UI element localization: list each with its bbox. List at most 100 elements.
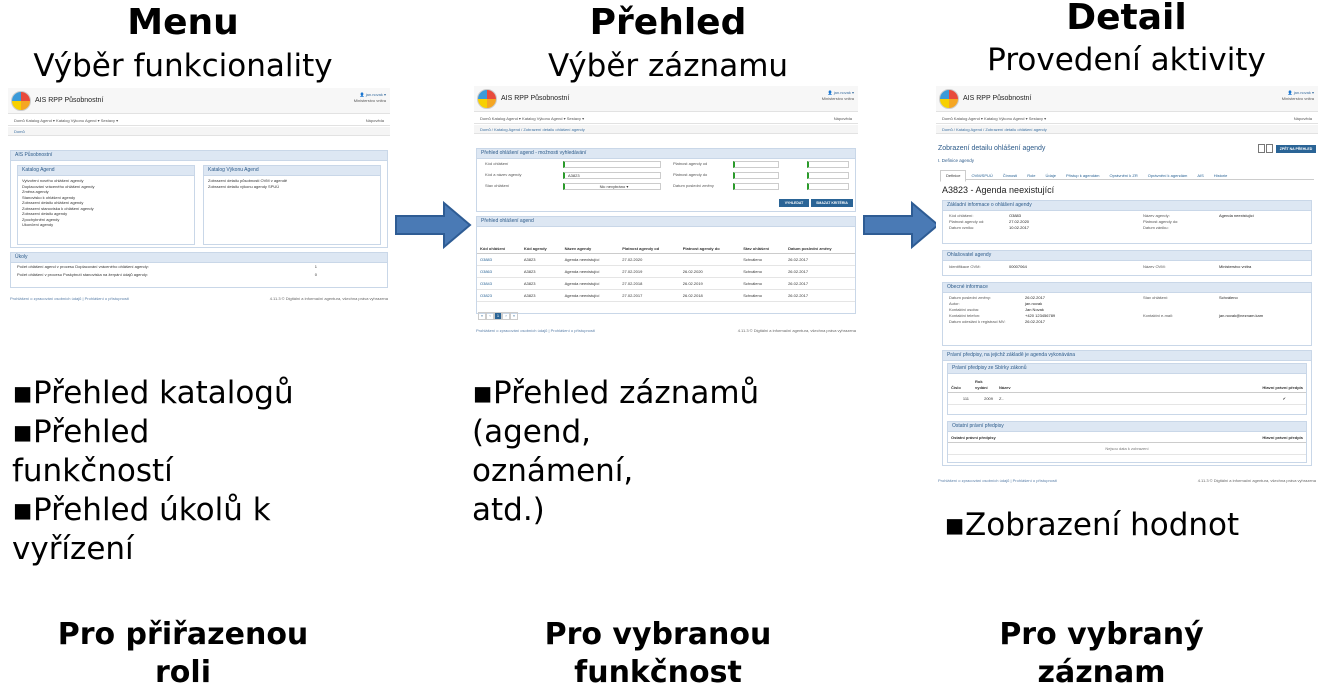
task-count[interactable]: 1 (314, 264, 317, 269)
col-header[interactable]: Platnost agendy od (619, 233, 680, 254)
user-name[interactable]: 👤 jan.novak ▾ (827, 90, 854, 95)
tab-cinnosti[interactable]: Činnosti (1002, 173, 1018, 178)
tab-opravneni-agendy[interactable]: Oprávnění k agendám (1147, 173, 1188, 178)
help-link[interactable]: Nápověda (833, 116, 852, 121)
list-item[interactable]: Zpochybnění agendy (22, 216, 60, 222)
tab-pristup[interactable]: Přístup k agendám (1065, 173, 1100, 178)
pager-last[interactable]: » (510, 312, 518, 320)
table-row[interactable]: 111 2009 Z.. ✔ (948, 392, 1306, 405)
list-item[interactable]: Doplacování vráceného ohlášení agendy (22, 183, 95, 189)
user-name[interactable]: 👤 jan.novak ▾ (359, 92, 386, 97)
list-item[interactable]: Ukončení agendy (22, 222, 54, 227)
task-count[interactable]: 0 (314, 272, 317, 277)
tab-ovm[interactable]: OVM/SPUÚ (971, 173, 993, 178)
list-item[interactable]: Zobrazení stanoviska k ohlášení agendy (22, 205, 94, 211)
od-to-input[interactable] (807, 161, 849, 168)
user-menu[interactable]: 👤 jan.novak ▾Ministerstvo vnitra (354, 92, 386, 104)
search-button[interactable]: VYHLEDAT (779, 199, 809, 207)
tab-definice[interactable]: Definice (940, 170, 967, 182)
zmena-to-input[interactable] (807, 183, 849, 190)
footer-line: Pro vybranou (544, 617, 772, 652)
task-row[interactable]: Počet ohlášení agend v procesu Doplacová… (11, 263, 387, 271)
zmena-from-input[interactable] (733, 183, 779, 190)
column-overview: Přehled Výběr záznamu ▪Přehled záznamů (… (470, 0, 866, 696)
main-nav[interactable]: Domů Katalog Agend ▾ Katalog Výkonu Agen… (936, 113, 1318, 124)
od-from-input[interactable] (733, 161, 779, 168)
kv-key: Kontaktní osoba: (949, 307, 980, 312)
row-link[interactable]: O3863 (477, 265, 521, 278)
cell: Agenda neexistující (561, 265, 620, 278)
help-link[interactable]: Nápověda (365, 118, 384, 123)
footer-links[interactable]: Prohlášení o zpracování osobních údajů |… (10, 296, 129, 301)
function-list[interactable]: Zobrazení detailu působnosti OVM v agend… (204, 176, 380, 191)
user-menu[interactable]: 👤 jan.novak ▾Ministerstvo vnitra (1282, 90, 1314, 102)
back-button[interactable]: ZPĚT NA PŘEHLED (1276, 145, 1316, 153)
footer-links[interactable]: Prohlášení o zpracování osobních údajů |… (476, 328, 595, 333)
col-header[interactable]: Název agendy (561, 233, 620, 254)
col-header[interactable]: Kód agendy (520, 233, 562, 254)
cell: Agenda neexistující (561, 277, 620, 290)
main-nav[interactable]: Domů Katalog Agend ▾ Katalog Výkonu Agen… (8, 115, 390, 126)
pdf-export-icon[interactable] (1258, 144, 1265, 153)
row-link[interactable]: O3883 (477, 253, 521, 266)
nav-items[interactable]: Domů Katalog Agend ▾ Katalog Výkonu Agen… (942, 116, 1047, 121)
bullet-line: ▪Přehled úkolů k (12, 492, 271, 528)
list-item[interactable]: Zobrazení detailu agendy (22, 211, 68, 216)
nav-items[interactable]: Domů Katalog Agend ▾ Katalog Výkonu Agen… (14, 118, 119, 123)
app-header: AIS RPP Působnostní 👤 jan.novak ▾Ministe… (936, 86, 1318, 112)
tab-udaje[interactable]: Údaje (1045, 173, 1056, 178)
pager-next[interactable]: › (502, 312, 510, 320)
nazev-input[interactable]: A3823 (563, 172, 661, 179)
list-item[interactable]: Zobrazení detailu výkonu agendy SPUÚ (208, 183, 280, 189)
user-name[interactable]: 👤 jan.novak ▾ (1287, 90, 1314, 95)
function-list[interactable]: Vytvoření nového ohlášení agendy Doplaco… (18, 176, 194, 230)
row-link[interactable]: O3823 (477, 289, 521, 302)
tab-ais[interactable]: AIS (1197, 173, 1204, 178)
screenshot-detail: AIS RPP Působnostní 👤 jan.novak ▾Ministe… (936, 86, 1318, 490)
col-header[interactable]: Stav ohlášení (740, 233, 786, 254)
user-menu[interactable]: 👤 jan.novak ▾Ministerstvo vnitra (822, 90, 854, 102)
clear-button[interactable]: SMAZAT KRITÉRIA (811, 199, 853, 207)
help-link[interactable]: Nápověda (1293, 116, 1312, 121)
kv-row: Kód ohlášení:O3883 (949, 213, 1109, 219)
list-item[interactable]: Stanovisko k ohlášení agendy (22, 194, 76, 200)
col-header[interactable]: Kód ohlášení (477, 233, 521, 254)
cell: Z.. (996, 392, 1236, 405)
stav-select[interactable]: Nic nevybráno ▾ (563, 183, 661, 190)
col-header[interactable]: Datum poslední změny (785, 233, 855, 254)
nav-items[interactable]: Domů Katalog Agend ▾ Katalog Výkonu Agen… (480, 116, 585, 121)
list-item[interactable]: Zobrazení detailu ohlášení agendy (22, 200, 84, 205)
pager-page[interactable]: 1 (494, 312, 502, 320)
tab-role[interactable]: Role (1027, 173, 1036, 178)
do-from-input[interactable] (733, 172, 779, 179)
kv-key: Datum zániku: (1143, 225, 1169, 230)
stav-value: Nic nevybráno (599, 184, 626, 189)
breadcrumb[interactable]: Domů / Katalog Agend / Zobrazení detailu… (936, 125, 1318, 134)
footer-links[interactable]: Prohlášení o zpracování osobních údajů |… (938, 478, 1057, 483)
list-item[interactable]: Zobrazení detailu působnosti OVM v agend… (208, 178, 288, 183)
kv-value: Jan Novak (1025, 307, 1044, 312)
list-item[interactable]: Vytvoření nového ohlášení agendy (22, 178, 84, 183)
row-link[interactable]: O3843 (477, 277, 521, 290)
doc-export-icon[interactable] (1266, 144, 1273, 153)
list-item[interactable]: Změna agendy (22, 189, 49, 194)
pager-first[interactable]: « (478, 312, 486, 320)
main-nav[interactable]: Domů Katalog Agend ▾ Katalog Výkonu Agen… (474, 113, 858, 124)
col-header[interactable]: Platnost agendy do (679, 233, 741, 254)
bullet-list: ▪Zobrazení hodnot (944, 506, 1239, 545)
tab-historie[interactable]: Historie (1213, 173, 1228, 178)
label-nazev: Kód a název agendy (485, 172, 522, 177)
pager-prev[interactable]: ‹ (486, 312, 494, 320)
task-row[interactable]: Počet ohlášení v procesu Poskytnutí stan… (11, 271, 387, 279)
breadcrumb[interactable]: Domů (8, 127, 390, 136)
announcer-panel: Ohlašovatel agendy Identifikace OVM:0000… (942, 250, 1312, 276)
kod-input[interactable] (563, 161, 661, 168)
do-to-input[interactable] (807, 172, 849, 179)
tab-opravneni-zr[interactable]: Oprávnění k ZR (1109, 173, 1138, 178)
cell: 27.02.2019 (619, 265, 680, 278)
breadcrumb[interactable]: Domů / Katalog Agend / Zobrazení detailu… (474, 125, 858, 134)
